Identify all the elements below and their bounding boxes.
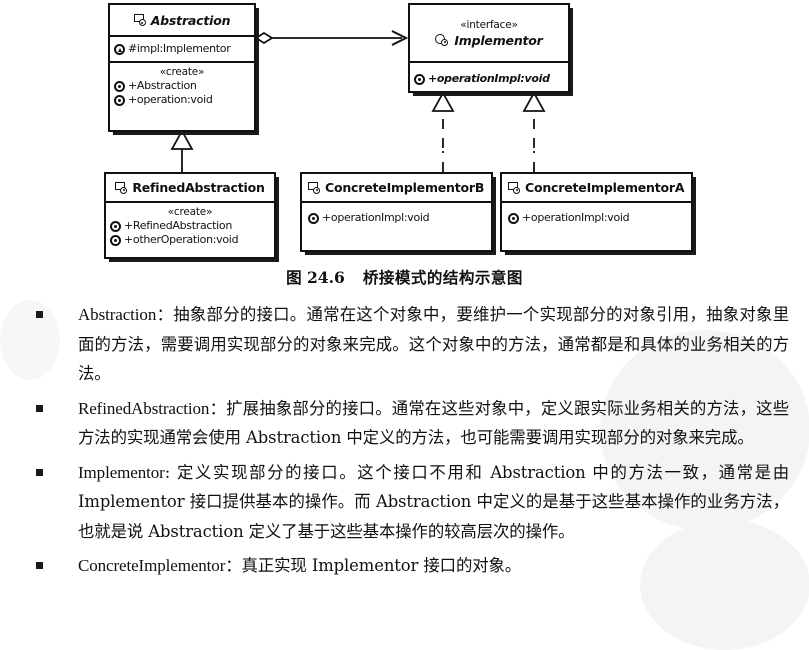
operation-row: +operationImpl:void [308, 211, 487, 225]
interface-stereotype: «interface» [460, 18, 518, 31]
uml-interface-implementor[interactable]: «interface» Implementor +operationImpl:v… [408, 3, 570, 93]
class-name: Abstraction [150, 12, 231, 28]
protected-member-icon [114, 43, 125, 55]
interface-name: Implementor [454, 32, 543, 48]
operation-label: +operationImpl:void [322, 211, 430, 224]
class-header: ConcreteImplementorA [502, 174, 691, 203]
class-attributes: #impl:Implementor [110, 37, 254, 63]
class-icon [308, 181, 321, 194]
class-header: ConcreteImplementorB [302, 174, 491, 203]
class-name: ConcreteImplementorA [525, 180, 685, 195]
operation-row: +operationImpl:void [508, 211, 687, 225]
public-member-icon [414, 73, 425, 85]
interface-operations: +operationImpl:void [410, 63, 568, 95]
operation-stereotype: «create» [159, 66, 205, 78]
term-label: Implementor [78, 462, 165, 482]
class-header: Abstraction [110, 5, 254, 37]
uml-class-diagram: Abstraction #impl:Implementor «create» +… [0, 0, 809, 268]
term-label: Abstraction [78, 305, 157, 324]
operation-label: +RefinedAbstraction [124, 219, 233, 232]
interface-header: «interface» Implementor [410, 5, 568, 63]
term-body: ：扩展抽象部分的接口。通常在这些对象中，定义跟实际业务相关的方法，这些方法的实现… [78, 398, 789, 448]
public-member-icon [508, 212, 519, 224]
term-body: : 定义实现部分的接口。这个接口不用和 Abstraction 中的方法一致，通… [78, 462, 789, 541]
figure-number: 图 24.6 [286, 268, 345, 287]
operation-label: +operation:void [128, 93, 213, 106]
scan-blotch [640, 520, 809, 650]
list-item: Abstraction：抽象部分的接口。通常在这个对象中，要维护一个实现部分的对… [0, 300, 809, 389]
uml-class-abstraction[interactable]: Abstraction #impl:Implementor «create» +… [108, 3, 256, 132]
uml-class-concrete-implementor-b[interactable]: ConcreteImplementorB +operationImpl:void [300, 172, 493, 252]
term-body: ：真正实现 Implementor 接口的对象。 [225, 556, 522, 575]
attribute-row: #impl:Implementor [114, 42, 231, 56]
public-member-icon [308, 212, 319, 224]
operation-label: +Abstraction [128, 79, 197, 92]
class-icon [133, 14, 147, 26]
class-icon [115, 181, 128, 194]
uml-class-concrete-implementor-a[interactable]: ConcreteImplementorA +operationImpl:void [500, 172, 693, 252]
operation-row: +operation:void [114, 93, 250, 107]
class-operations: «create» +RefinedAbstraction +otherOpera… [106, 203, 274, 261]
class-operations: +operationImpl:void [302, 203, 491, 254]
class-header: RefinedAbstraction [106, 174, 274, 203]
figure-title: 桥接模式的结构示意图 [362, 268, 523, 287]
bullet-marker-icon [36, 468, 43, 476]
list-item: Implementor: 定义实现部分的接口。这个接口不用和 Abstracti… [0, 458, 809, 547]
public-member-icon [110, 234, 121, 246]
term-label: RefinedAbstraction [78, 398, 210, 418]
list-item: ConcreteImplementor：真正实现 Implementor 接口的… [0, 551, 809, 581]
description-list: Abstraction：抽象部分的接口。通常在这个对象中，要维护一个实现部分的对… [0, 300, 809, 586]
figure-caption: 图 24.6 桥接模式的结构示意图 [0, 266, 809, 288]
operation-stereotype: «create» [167, 206, 213, 218]
class-name: RefinedAbstraction [132, 180, 265, 195]
bullet-marker-icon [36, 404, 43, 412]
class-operations: +operationImpl:void [502, 203, 691, 254]
term-label: ConcreteImplementor [78, 556, 226, 575]
operation-row: +Abstraction [114, 79, 250, 93]
scan-blotch [600, 330, 809, 530]
operation-label: +operationImpl:void [428, 72, 550, 85]
scan-blotch [0, 300, 60, 380]
class-icon [508, 181, 521, 194]
operation-row: +RefinedAbstraction [110, 219, 270, 233]
attribute-label: #impl:Implementor [128, 42, 231, 55]
class-name: ConcreteImplementorB [325, 180, 485, 195]
operation-label: +otherOperation:void [124, 233, 239, 246]
operation-row: +otherOperation:void [110, 233, 270, 247]
public-member-icon [114, 94, 125, 106]
public-member-icon [114, 80, 125, 92]
bullet-marker-icon [36, 311, 43, 318]
uml-class-refined-abstraction[interactable]: RefinedAbstraction «create» +RefinedAbst… [104, 172, 276, 259]
interface-icon [435, 33, 450, 47]
term-body: ：抽象部分的接口。通常在这个对象中，要维护一个实现部分的对象引用，抽象对象里面的… [78, 305, 789, 383]
list-item: RefinedAbstraction：扩展抽象部分的接口。通常在这些对象中，定义… [0, 394, 809, 453]
operation-row: +operationImpl:void [414, 72, 550, 86]
bullet-marker-icon [36, 562, 43, 569]
public-member-icon [110, 220, 121, 232]
class-operations: «create» +Abstraction +operation:void [110, 63, 254, 130]
operation-label: +operationImpl:void [522, 211, 630, 224]
